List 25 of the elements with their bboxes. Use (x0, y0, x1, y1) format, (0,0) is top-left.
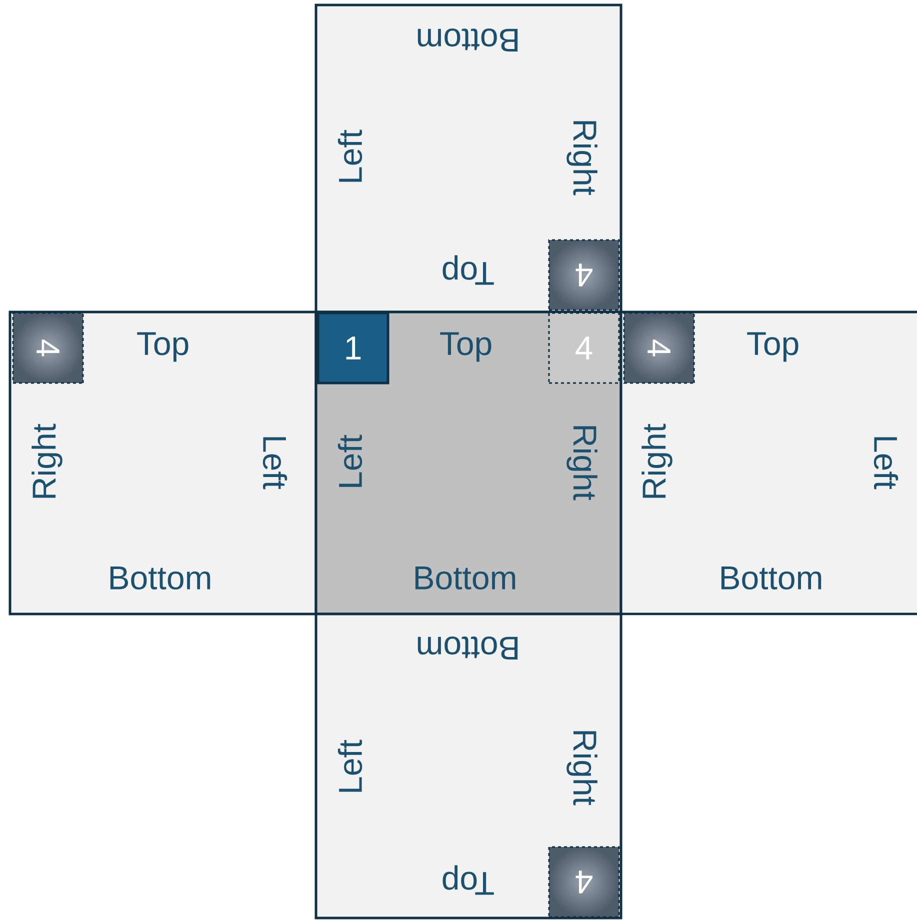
side-label: Top (442, 865, 494, 895)
side-label: Bottom (415, 566, 516, 590)
side-label: Left (874, 437, 898, 490)
side-label: Right (566, 121, 598, 196)
number-tile: 4 (548, 239, 620, 311)
side-label: Bottom (110, 566, 210, 590)
side-label: Left (338, 434, 362, 487)
side-label: Bottom (418, 636, 518, 660)
side-label: Bottom (418, 28, 518, 52)
side-label: Right (566, 731, 598, 806)
side-label: Bottom (721, 566, 822, 590)
side-label: Right (566, 426, 598, 500)
number-tile: 4 (548, 846, 620, 918)
side-label: Left (262, 437, 288, 490)
number-tile: 1 (316, 312, 390, 384)
number-tile: 4 (623, 312, 695, 384)
side-label: Right (32, 424, 62, 498)
side-label: Top (442, 255, 494, 285)
side-label: Left (338, 740, 362, 792)
side-label: Left (338, 130, 362, 182)
side-label: Top (137, 332, 188, 362)
side-label: Right (642, 424, 672, 498)
side-label: Top (747, 332, 798, 362)
side-label: Top (440, 332, 492, 362)
number-tile: 4 (12, 312, 84, 384)
